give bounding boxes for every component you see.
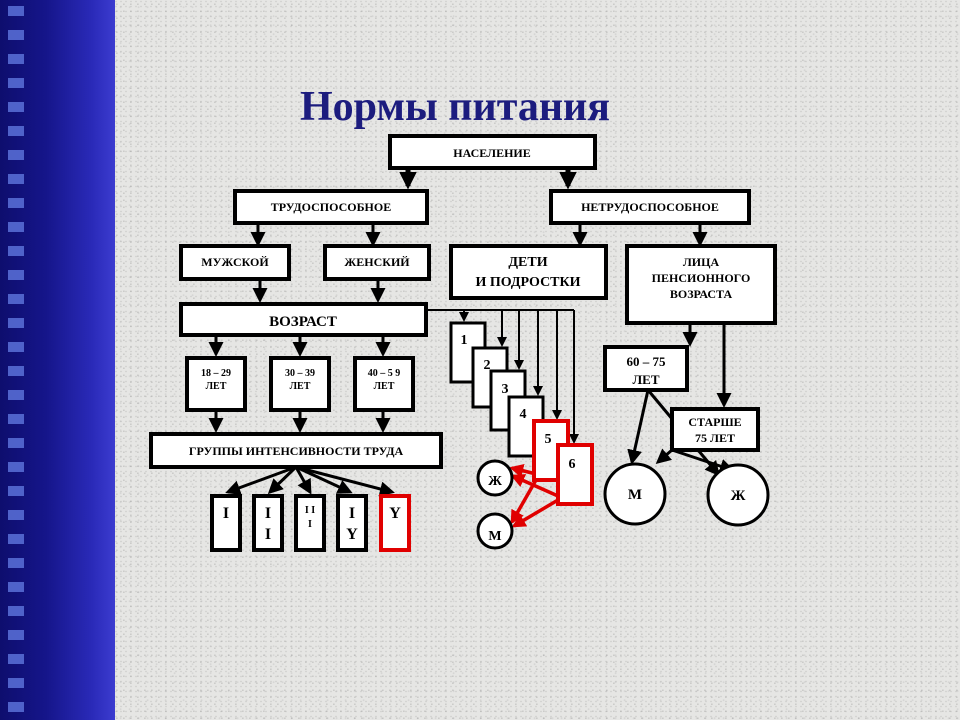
box-g5	[379, 494, 411, 552]
label-p2-2: 75 ЛЕТ	[695, 431, 735, 445]
page-title: Нормы питания	[300, 84, 610, 130]
label-g4-2: Y	[346, 526, 358, 543]
box-age	[179, 302, 428, 337]
label-g3-1: I I	[305, 505, 315, 516]
label-female: ЖЕНСКИЙ	[344, 255, 410, 269]
arrow-older-zh	[671, 448, 735, 474]
label-m-pension: М	[628, 487, 642, 503]
side-decorative-bar	[0, 0, 115, 720]
label-male: МУЖСКОЙ	[201, 255, 269, 269]
label-pension-1: ЛИЦА	[683, 255, 720, 269]
arrow-groups-g5	[295, 465, 395, 497]
arrow-60-m	[627, 389, 650, 465]
box-p1	[603, 345, 689, 392]
box-children	[449, 244, 608, 300]
red-arrow-c6-m	[511, 498, 559, 528]
label-c5: 5	[545, 432, 552, 447]
box-age-30	[269, 356, 331, 412]
label-age2-2: ЛЕТ	[290, 381, 311, 392]
label-age: ВОЗРАСТ	[269, 314, 337, 330]
label-age3-1: 40 – 5 9	[368, 368, 401, 379]
arrow-groups-g3	[294, 466, 312, 495]
box-pension	[625, 244, 777, 325]
box-age-18	[185, 356, 247, 412]
box-groups	[149, 432, 443, 469]
label-age3-2: ЛЕТ	[374, 381, 395, 392]
label-c1: 1	[461, 333, 468, 348]
box-g4	[336, 494, 368, 552]
label-pension-3: ВОЗРАСТА	[670, 287, 733, 301]
label-g2-2: I	[265, 526, 271, 543]
label-zh-pension: Ж	[731, 488, 746, 504]
label-g2-1: I	[265, 505, 271, 522]
label-g1: I	[223, 505, 229, 522]
box-c6	[556, 443, 594, 506]
box-g3	[294, 494, 326, 552]
label-p2-1: СТАРШЕ	[688, 415, 741, 429]
arrow-groups-g1	[225, 465, 297, 495]
label-unable: НЕТРУДОСПОСОБНОЕ	[581, 200, 719, 214]
label-p1-1: 60 – 75	[627, 354, 667, 369]
box-age-40	[353, 356, 415, 412]
box-g1	[210, 494, 242, 552]
label-able: ТРУДОСПОСОБНОЕ	[271, 200, 391, 214]
label-children-1: ДЕТИ	[508, 255, 547, 270]
arrow-older-m	[655, 448, 673, 464]
label-age2-1: 30 – 39	[285, 368, 315, 379]
label-pension-2: ПЕНСИОННОГО	[652, 271, 751, 285]
red-arrow-c6-zh	[510, 474, 559, 498]
label-age1-2: ЛЕТ	[206, 381, 227, 392]
label-age1-1: 18 – 29	[201, 368, 231, 379]
side-squares	[8, 6, 24, 716]
label-children-2: И ПОДРОСТКИ	[475, 275, 580, 290]
label-population: НАСЕЛЕНИЕ	[453, 146, 531, 160]
box-male	[179, 244, 291, 281]
label-p1-2: ЛЕТ	[632, 372, 659, 387]
arrow-groups-g4	[295, 465, 353, 494]
label-m-children: М	[488, 529, 501, 544]
label-c4: 4	[520, 407, 527, 422]
circle-m-children	[476, 512, 514, 550]
label-c6: 6	[569, 457, 576, 472]
label-g5: Y	[389, 505, 401, 522]
box-g2	[252, 494, 284, 552]
box-p2	[670, 407, 760, 452]
circle-zh-children	[476, 459, 514, 497]
label-c2: 2	[484, 358, 491, 373]
label-g3-2: I	[308, 519, 312, 530]
label-zh-children: Ж	[488, 474, 502, 489]
box-able	[233, 189, 429, 225]
box-female	[323, 244, 431, 281]
box-unable	[549, 189, 751, 225]
label-c3: 3	[502, 382, 509, 397]
label-groups: ГРУППЫ ИНТЕНСИВНОСТИ ТРУДА	[189, 444, 404, 458]
arrow-groups-g2	[267, 465, 298, 495]
box-population	[388, 134, 597, 170]
label-g4-1: I	[349, 505, 355, 522]
circle-m-pension	[603, 462, 667, 526]
circle-zh-pension	[706, 463, 770, 527]
